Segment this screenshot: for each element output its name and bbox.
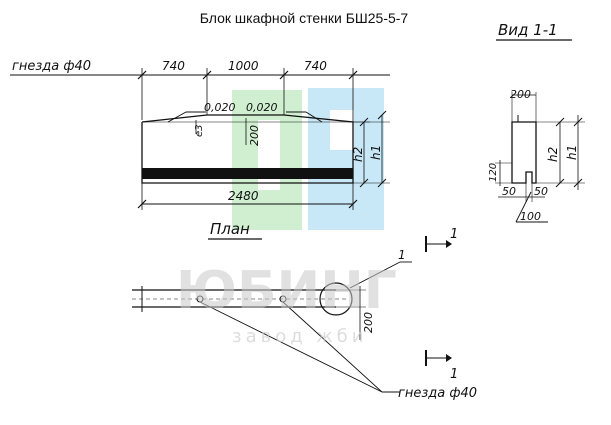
side-dim-200: 200 [510,88,531,101]
socket-label-bottom: гнезда ф40 [398,386,477,401]
side-dim-50-left: 50 [502,185,516,198]
watermark-text: ЮБИНГ [176,261,397,321]
side-view [495,92,585,223]
dim-1000: 1000 [228,59,259,73]
watermark-subtext: завод жби [232,326,367,347]
callout-1: 1 [398,248,406,262]
watermark-logo [232,88,384,230]
plan-dim-200: 200 [362,312,375,333]
label-h2-side: h2 [546,147,560,162]
dim-740-left: 740 [162,59,185,73]
section-mark-bottom: 1 [450,367,458,382]
dim-200-front: 200 [248,125,261,146]
plan-view [132,236,452,393]
drawing-title: Блок шкафной стенки БШ25-5-7 [200,10,409,26]
dim-740-right: 740 [304,59,327,73]
side-dim-120: 120 [488,163,499,182]
view-label: Вид 1-1 [498,21,558,39]
front-elevation [10,68,390,210]
label-h1-side: h1 [565,145,579,160]
side-dim-50-right: 50 [534,185,548,198]
side-dim-100: 100 [520,210,541,223]
label-h2-front: h2 [351,147,365,162]
plan-label: План [210,220,250,238]
slope-left: 0,020 [204,101,236,114]
socket-label-top: гнезда ф40 [12,59,91,74]
dim-e3: е3 [194,124,205,137]
section-mark-top: 1 [450,227,458,242]
dim-2480: 2480 [228,189,259,203]
label-h1-front: h1 [369,145,383,160]
slope-right: 0,020 [246,101,278,114]
